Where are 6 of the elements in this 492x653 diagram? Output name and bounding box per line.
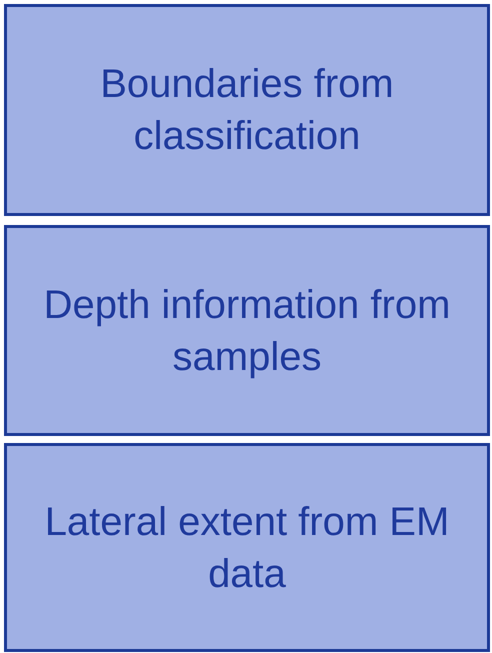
process-box — [4, 225, 490, 436]
process-box — [4, 443, 490, 652]
box-label: Boundaries from classification — [99, 61, 395, 160]
box-label: Depth information from samples — [42, 282, 452, 380]
process-box — [4, 4, 490, 216]
box-label: Lateral extent from EM data — [44, 498, 450, 598]
